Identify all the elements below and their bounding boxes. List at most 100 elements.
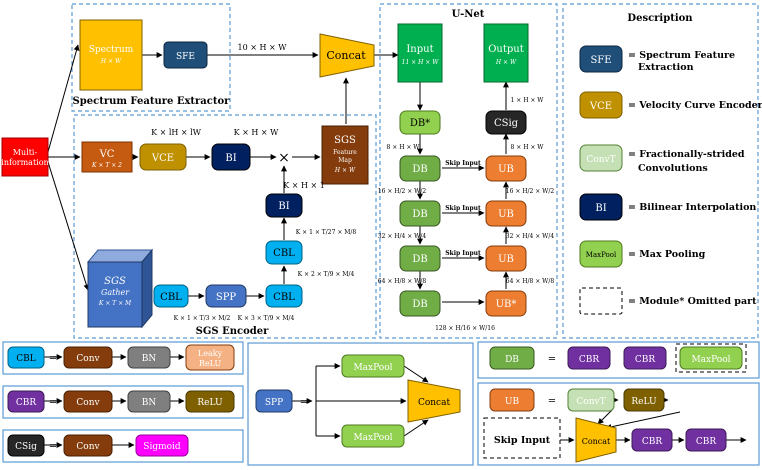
spp-out-dims: K × 3 × T/9 × M/4 bbox=[238, 315, 295, 322]
def-ub-convt-label: ConvT bbox=[576, 397, 605, 407]
legend-desc-omitted-1: = Module* Omitted part bbox=[628, 296, 757, 307]
def-cbl-bn bbox=[127, 346, 171, 369]
def-spp-eq: = bbox=[300, 397, 308, 408]
def-spp-key bbox=[255, 389, 293, 413]
vce-label: VCE bbox=[151, 153, 174, 164]
def-panel-spp bbox=[247, 342, 474, 466]
def-csig-eq: = bbox=[49, 441, 57, 452]
sgs-feature-map-label-1: SGS bbox=[334, 135, 356, 146]
cbl-label-upper: CBL bbox=[273, 248, 295, 259]
bi-label-top: BI bbox=[225, 153, 236, 164]
unet-input-label: Input bbox=[406, 44, 433, 55]
def-ub-cbr-1-label: CBR bbox=[642, 437, 663, 447]
legend-key-bi bbox=[579, 193, 623, 221]
def-panel-csig bbox=[2, 429, 244, 463]
def-spp-maxpool-2 bbox=[341, 424, 405, 448]
def-ub-skip-label: Skip Input bbox=[494, 435, 551, 446]
db-label-1: DB bbox=[412, 164, 427, 175]
legend-desc-vce-1: = Velocity Curve Encoder bbox=[628, 100, 762, 111]
def-ub-key-label: UB bbox=[505, 397, 520, 407]
def-cbr-relu-label: ReLU bbox=[197, 398, 223, 408]
multiply-symbol: × bbox=[278, 150, 290, 166]
unet-panel bbox=[379, 3, 558, 339]
def-ub-concat-label: Concat bbox=[582, 437, 611, 446]
db-block-4 bbox=[399, 290, 441, 317]
skip-label-3: Skip Input bbox=[445, 250, 481, 257]
db-block-2 bbox=[399, 200, 441, 227]
unet-output-block bbox=[483, 23, 529, 83]
def-cbl-key-label: CBL bbox=[16, 354, 36, 364]
legend-key-omitted bbox=[579, 287, 623, 315]
def-spp-maxpool-1-label: MaxPool bbox=[353, 363, 392, 373]
ub-star-block bbox=[485, 290, 527, 317]
ub-block-3 bbox=[485, 245, 527, 272]
def-panel-cbr bbox=[2, 385, 244, 419]
description-panel bbox=[562, 3, 759, 339]
def-cbl-leaky-label-2: ReLU bbox=[199, 359, 222, 368]
legend-key-maxpool bbox=[579, 240, 623, 268]
skip-label-2: Skip Input bbox=[445, 205, 481, 212]
legend-key-convt-label: ConvT bbox=[586, 155, 615, 165]
multi-information-block bbox=[1, 137, 49, 177]
db2-down-dims: 16 × H/2 × W/2 bbox=[378, 188, 427, 195]
spp-block bbox=[205, 284, 247, 308]
def-spp-maxpool-2-label: MaxPool bbox=[353, 433, 392, 443]
ub-block-1 bbox=[485, 155, 527, 182]
sgs-encoder-panel bbox=[73, 114, 377, 339]
db3-down-dims: 32 × H/4 × W/4 bbox=[378, 233, 427, 240]
def-ub-skip-frame bbox=[483, 417, 561, 459]
cbl-label-low1: CBL bbox=[160, 292, 182, 303]
db-blocks: DB DB DB DB bbox=[399, 155, 441, 317]
legend-desc-convt-2: Convolutions bbox=[638, 163, 708, 174]
def-db-cbr-2 bbox=[623, 346, 667, 370]
sfe-panel bbox=[71, 3, 231, 112]
ub-top-in-dims: 8 × H × W bbox=[511, 144, 545, 151]
def-cbr-eq: = bbox=[49, 397, 57, 408]
concat-block bbox=[319, 33, 375, 78]
def-cbl-leaky-label-1: Leaky bbox=[198, 349, 223, 358]
cbl-block-upper bbox=[265, 240, 303, 265]
db-star-label: DB* bbox=[410, 118, 430, 129]
def-cbl-conv-label: Conv bbox=[76, 354, 100, 364]
sgs-encoder-title: SGS Encoder bbox=[196, 326, 269, 337]
def-panel-cbl bbox=[2, 341, 244, 375]
csig-out-dims: 1 × H × W bbox=[511, 97, 545, 104]
vc-dims: K × T × 2 bbox=[91, 162, 122, 169]
legend-desc-bi-1: = Bilinear Interpolation bbox=[628, 202, 756, 213]
legend-desc-sfe-2: Extraction bbox=[638, 62, 694, 73]
def-ub-convt bbox=[567, 388, 615, 412]
def-csig-sigmoid bbox=[135, 434, 189, 457]
sgs-map-in-dims: K × H × 1 bbox=[283, 181, 325, 190]
description-title: Description bbox=[627, 13, 693, 24]
db4-down-dims: 64 × H/8 × W/8 bbox=[378, 278, 427, 285]
legend-key-convt bbox=[579, 144, 623, 172]
db-block-1 bbox=[399, 155, 441, 182]
def-cbr-key bbox=[7, 390, 45, 413]
spectrum-block bbox=[79, 19, 143, 91]
def-db-maxpool bbox=[679, 346, 743, 370]
def-db-key-label: DB bbox=[505, 355, 519, 365]
sgs-gather-label-2: Gather bbox=[101, 288, 130, 297]
ub-star-label: UB* bbox=[496, 299, 517, 310]
spectrum-dims: H × W bbox=[100, 58, 122, 65]
unet-output-label: Output bbox=[488, 44, 524, 55]
cbl-in-dims: K × 2 × T/9 × M/4 bbox=[298, 271, 355, 278]
legend: SFE = Spectrum Feature Extraction VCE = … bbox=[579, 45, 762, 315]
db-label-3: DB bbox=[412, 254, 427, 265]
spp-label: SPP bbox=[216, 292, 237, 303]
vc-out-dims: K × lH × lW bbox=[151, 128, 202, 137]
vce-block bbox=[139, 143, 187, 171]
def-cbr-conv-label: Conv bbox=[76, 398, 100, 408]
def-spp-concat bbox=[407, 379, 461, 423]
multi-information-label-1: Multi- bbox=[13, 148, 38, 157]
def-ub-relu bbox=[623, 388, 665, 412]
legend-key-vce bbox=[579, 91, 623, 119]
sgs-gather-block bbox=[86, 248, 154, 329]
def-panel-db bbox=[477, 341, 760, 379]
def-csig-key bbox=[7, 434, 45, 457]
unet-output-dims: H × W bbox=[495, 59, 517, 66]
legend-key-sfe-label: SFE bbox=[590, 55, 611, 66]
def-db-cbr-2-label: CBR bbox=[635, 355, 656, 365]
ub-blocks: UB UB UB UB* bbox=[485, 155, 527, 317]
